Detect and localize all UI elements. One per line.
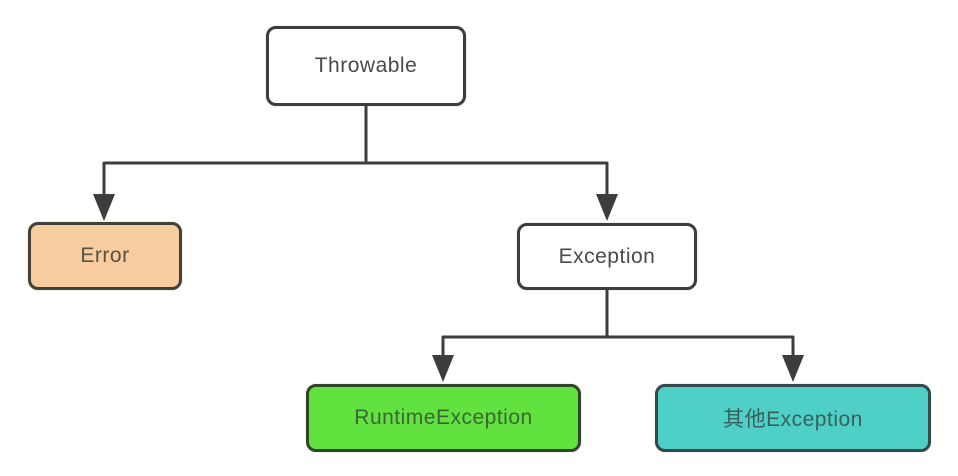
arrowhead-to-other-exception-icon [782, 355, 804, 382]
node-label: RuntimeException [354, 406, 533, 429]
node-other-exception: 其他Exception [655, 384, 931, 452]
arrowhead-to-error-icon [93, 194, 115, 221]
node-label: 其他Exception [723, 408, 863, 431]
edge-exception-runtime [441, 288, 609, 357]
edge-arrowheads [93, 194, 804, 382]
edge-lines [102, 104, 795, 357]
arrowhead-to-exception-icon [596, 194, 618, 221]
node-label: Exception [558, 244, 656, 268]
node-label: Throwable [314, 54, 418, 77]
node-runtime-exception: RuntimeException [306, 384, 581, 452]
edge-throwable-exception [364, 161, 609, 196]
node-error: Error [28, 222, 182, 290]
node-throwable: Throwable [266, 26, 466, 106]
node-label: Error [80, 244, 130, 267]
edge-exception-other [605, 335, 795, 357]
edge-throwable-error [102, 104, 368, 196]
node-exception: Exception [517, 223, 697, 290]
arrowhead-to-runtime-exception-icon [432, 355, 454, 382]
